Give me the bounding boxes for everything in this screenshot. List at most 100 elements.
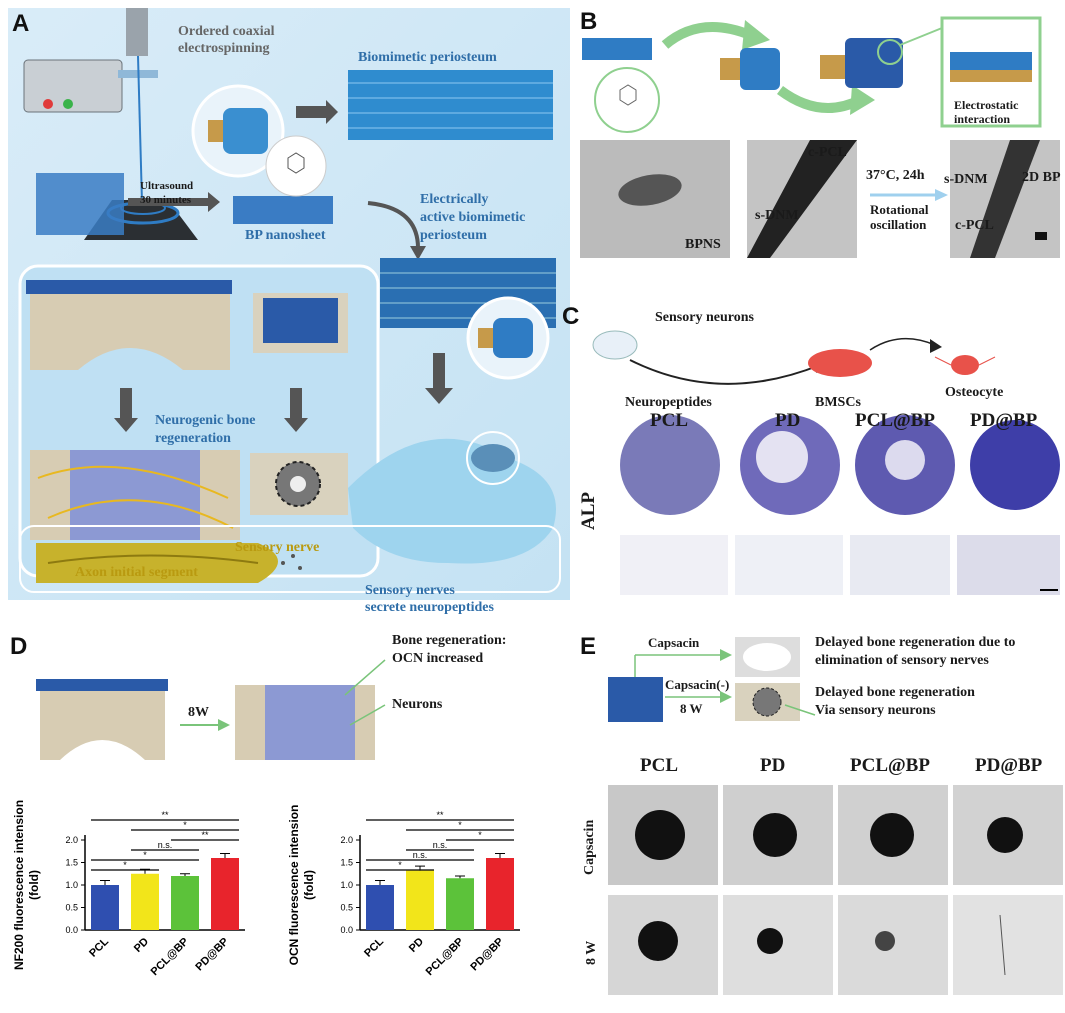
e-row-capsacin: Capsacin [582, 819, 597, 875]
oscillation-label: oscillation [870, 217, 927, 232]
panel-d: D Bone regeneration: OCN increased Neuro… [0, 625, 575, 1013]
bmsc-cell [808, 349, 872, 377]
panel-c-label: C [562, 303, 580, 330]
significance-label: ** [161, 810, 169, 820]
x-tick-label: PD [407, 936, 426, 955]
delayed-label-1a: Delayed bone regeneration due to [815, 635, 1016, 650]
significance-label: ** [436, 810, 444, 820]
bp-nanosheet-label: BP nanosheet [245, 228, 326, 243]
y-tick-label: 0.5 [65, 903, 78, 913]
delayed-label-2b: Via sensory neurons [815, 703, 936, 718]
y-tick-label: 0.0 [65, 925, 78, 935]
x-tick-label: PD@BP [193, 936, 231, 974]
alp-dish-pcl [620, 415, 720, 515]
electrically-label: Electrically [420, 192, 489, 207]
eight-w-arrow-label: 8 W [680, 701, 703, 716]
axon-segment [36, 543, 278, 583]
bp-nanosheet [233, 196, 333, 224]
significance-label: * [143, 850, 147, 860]
y-tick-label: 1.5 [65, 858, 78, 868]
y-axis-label: OCN fluorescence intension(fold) [287, 805, 316, 966]
bar-PD [406, 870, 434, 930]
bone-regen-label-2: OCN increased [392, 651, 484, 666]
ultrasound-label: Ultrasound [140, 180, 194, 192]
c-pcl-composite-label: c-PCL [955, 218, 994, 233]
y-axis-label: NF200 fluorescence intension(fold) [12, 800, 41, 970]
alp-group-pd-bp: PD@BP [970, 410, 1038, 431]
bone-regen-label-1: Bone regeneration: [392, 633, 507, 648]
panel-b-label: B [580, 8, 598, 35]
rotational-label: Rotational [870, 202, 929, 217]
sensory-nerves-label: Sensory nerves [365, 583, 455, 598]
bar-PD@BP [486, 858, 514, 930]
panel-d-illustration [36, 659, 386, 760]
alp-micro-pd-bp [957, 535, 1060, 595]
c-pcl-label: c-PCL [808, 145, 847, 160]
eight-weeks-label: 8W [188, 705, 209, 720]
panel-c-illustration [592, 330, 1060, 595]
panel-c: C Sensory neurons Neuropeptides BMSCs Os… [562, 295, 1065, 605]
alp-group-pcl-bp: PCL@BP [855, 410, 935, 431]
y-axis-label-line1: NF200 fluorescence intension [12, 800, 26, 970]
y-axis-label-line1: OCN fluorescence intension [287, 805, 301, 966]
panel-a-label: A [12, 10, 30, 37]
biomimetic-periosteum-label: Biomimetic periosteum [358, 50, 497, 65]
alp-row-label: ALP [578, 492, 599, 530]
x-tick-label: PD [132, 936, 151, 955]
temp-time-label: 37°C, 24h [866, 168, 925, 183]
panel-b-illustration [580, 16, 1060, 258]
alp-micro-pcl [620, 535, 728, 595]
significance-label: n.s. [433, 840, 448, 850]
spinneret [126, 8, 148, 56]
periosteum-label: periosteum [420, 228, 487, 243]
bmscs-label: BMSCs [815, 395, 861, 410]
bpns-label: BPNS [685, 237, 721, 252]
bp-crystal [36, 173, 124, 235]
panel-e-illustration [608, 637, 1063, 995]
panel-a: A [0, 0, 575, 615]
scaffold-icon [608, 677, 663, 722]
capsacin-neg-arrow-label: Capsacin(-) [665, 677, 730, 692]
bar-PCL@BP [446, 878, 474, 930]
x-tick-label: PCL@BP [149, 936, 191, 978]
significance-label: * [458, 820, 462, 830]
neuron-icon [592, 330, 638, 360]
significance-label: ** [201, 830, 209, 840]
e-group-pd: PD [760, 755, 786, 776]
significance-label: * [183, 820, 187, 830]
micro-ct-8w-pd-bp [953, 895, 1063, 995]
e-group-pd-bp: PD@BP [975, 755, 1043, 776]
panel-e: E Capsacin Capsacin(-) 8 W Delayed bone … [580, 625, 1065, 1013]
x-tick-label: PCL@BP [424, 936, 466, 978]
alp-group-pcl: PCL [650, 410, 688, 431]
alp-dish-pd-bp [970, 420, 1060, 510]
y-tick-label: 1.0 [65, 880, 78, 890]
s-dnm-composite-label: s-DNM [944, 172, 988, 187]
e-group-pcl: PCL [640, 755, 678, 776]
sensory-nerve-label: Sensory nerve [235, 540, 320, 555]
delayed-label-1b: elimination of sensory nerves [815, 653, 989, 668]
ordered-coaxial-label: Ordered coaxial [178, 24, 275, 39]
bar-PCL [91, 885, 119, 930]
axon-initial-segment-label: Axon initial segment [75, 565, 198, 580]
panel-d-label: D [10, 633, 28, 660]
interaction-label: interaction [954, 112, 1010, 126]
bar-PD@BP [211, 858, 239, 930]
y-tick-label: 0.5 [340, 903, 353, 913]
y-axis-label-line2: (fold) [302, 870, 316, 900]
sensory-neurons-label: Sensory neurons [655, 310, 754, 325]
y-tick-label: 1.0 [340, 880, 353, 890]
periosteum-mat [348, 70, 553, 140]
e-row-8w: 8 W [584, 940, 599, 965]
panel-e-label: E [580, 633, 597, 660]
bar-PCL [366, 885, 394, 930]
e-group-pcl-bp: PCL@BP [850, 755, 930, 776]
osteocyte-label: Osteocyte [945, 385, 1004, 400]
alp-group-pd: PD [775, 410, 801, 431]
significance-label: * [478, 830, 482, 840]
y-tick-label: 0.0 [340, 925, 353, 935]
neurons-label: Neurons [392, 697, 443, 712]
neurogenic-bone-label: Neurogenic bone [155, 413, 256, 428]
